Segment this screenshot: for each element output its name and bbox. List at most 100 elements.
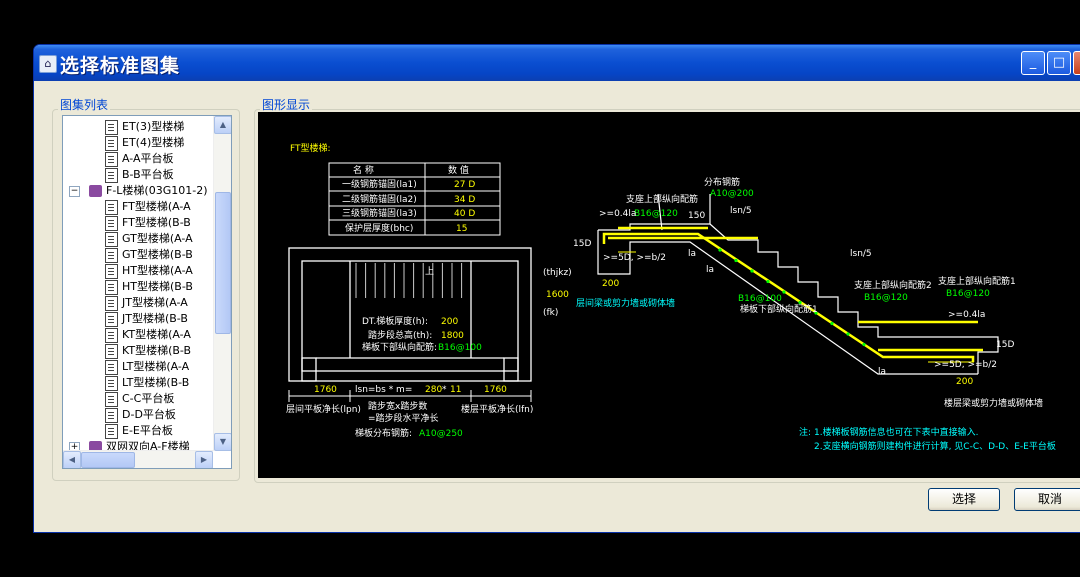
app-icon: ⌂ xyxy=(39,55,57,73)
document-icon xyxy=(105,295,118,311)
plan-dim-right: 1760 xyxy=(484,385,507,395)
tree-vertical-scrollbar[interactable]: ▲ ▼ xyxy=(213,116,231,451)
plan-fk: (fk) xyxy=(543,308,558,318)
rebar-dot xyxy=(766,279,770,284)
tree-item-label: FT型楼梯(A-A xyxy=(122,200,191,213)
sec-bottom-rebar-label: 梯板下部纵向配筋1 xyxy=(740,303,818,315)
rebar-dot xyxy=(846,332,850,336)
plan-rebar-label: 梯板下部纵向配筋: xyxy=(362,341,437,353)
h-scroll-thumb[interactable] xyxy=(81,452,135,468)
sec-top-rebar-val: B16@120 xyxy=(634,209,678,219)
close-button[interactable]: × xyxy=(1073,51,1080,75)
select-button[interactable]: 选择 xyxy=(928,488,1000,511)
tree-item-label: ET(4)型楼梯 xyxy=(122,136,185,149)
table-cell: 15 xyxy=(456,224,467,234)
tree-item[interactable]: HT型楼梯(A-A xyxy=(105,263,193,279)
tree-item-label: F-L楼梯(03G101-2) xyxy=(106,184,208,197)
sec-dim-5d: >=5D, >=b/2 xyxy=(603,253,666,263)
document-icon xyxy=(105,135,118,151)
table-cell: 保护层厚度(bhc) xyxy=(345,222,413,234)
scroll-left-button[interactable]: ◀ xyxy=(63,451,81,468)
rebar-dot xyxy=(782,290,786,294)
plan-rebar-value: B16@100 xyxy=(438,343,482,353)
tree-item-label: LT型楼梯(B-B xyxy=(122,376,190,389)
tree-item[interactable]: GT型楼梯(A-A xyxy=(105,231,193,247)
table-cell: 40 D xyxy=(454,209,475,219)
title-bar[interactable]: ⌂ 选择标准图集 _ □ × xyxy=(34,45,1080,81)
tree-item[interactable]: KT型楼梯(B-B xyxy=(105,343,191,359)
document-icon xyxy=(105,119,118,135)
maximize-button[interactable]: □ xyxy=(1047,51,1071,75)
sec-dim-lsn5b: lsn/5 xyxy=(850,249,872,259)
rebar-dot xyxy=(830,321,834,326)
document-icon xyxy=(105,215,118,231)
sec-bottom-rebar-val: B16@100 xyxy=(738,294,782,304)
scroll-down-button[interactable]: ▼ xyxy=(214,433,231,451)
tree-item[interactable]: ET(3)型楼梯 xyxy=(105,119,184,135)
cancel-button[interactable]: 取消 xyxy=(1014,488,1080,511)
sec-top2-val: B16@120 xyxy=(864,293,908,303)
sec-dim-200: 200 xyxy=(602,279,619,289)
document-icon xyxy=(105,423,118,439)
plan-dim-mid-prefix: lsn=bs * m= xyxy=(355,385,412,395)
rebar-dot xyxy=(814,311,818,315)
tree-item-label: B-B平台板 xyxy=(122,168,174,181)
sec-dim-la-r: la xyxy=(878,367,886,377)
scroll-up-button[interactable]: ▲ xyxy=(214,116,231,134)
table-header-value: 数 值 xyxy=(448,164,469,176)
document-icon xyxy=(105,375,118,391)
sec-top1-label: 支座上部纵向配筋1 xyxy=(938,275,1016,287)
tree-item[interactable]: LT型楼梯(A-A xyxy=(105,359,189,375)
tree-item[interactable]: JT型楼梯(A-A xyxy=(105,295,188,311)
sec-dist-rebar-val: A10@200 xyxy=(710,189,754,199)
tree-item[interactable]: B-B平台板 xyxy=(105,167,174,183)
sec-beam-label: 层间梁或剪力墙或砌体墙 xyxy=(576,297,675,309)
tree-item-label: GT型楼梯(B-B xyxy=(122,248,193,261)
sec-dim-lsn5a: lsn/5 xyxy=(730,206,752,216)
tree-item-label: ET(3)型楼梯 xyxy=(122,120,185,133)
drawing-title: FT型楼梯: xyxy=(290,142,331,154)
window-title: 选择标准图集 xyxy=(60,55,181,77)
document-icon xyxy=(105,311,118,327)
document-icon xyxy=(105,263,118,279)
scroll-thumb[interactable] xyxy=(215,192,231,334)
tree-item[interactable]: E-E平台板 xyxy=(105,423,173,439)
tree-item[interactable]: HT型楼梯(B-B xyxy=(105,279,193,295)
tree-expander-icon[interactable]: − xyxy=(69,186,80,197)
plan-up-arrow: 上 xyxy=(425,266,434,277)
scroll-right-button[interactable]: ▶ xyxy=(195,451,213,468)
plan-dim-bs: 280 xyxy=(425,385,442,395)
note-line2: 2.支座横向钢筋则建构件进行计算, 见C-C、D-D、E-E平台板 xyxy=(814,440,1056,452)
sec-dim-5d-r: >=5D, >=b/2 xyxy=(934,360,997,370)
tree-item[interactable]: A-A平台板 xyxy=(105,151,174,167)
tree-item-label: D-D平台板 xyxy=(122,408,176,421)
tree-horizontal-scrollbar[interactable]: ◀ ▶ xyxy=(63,450,213,468)
tree-item[interactable]: F-L楼梯(03G101-2) xyxy=(89,183,208,199)
rebar-dot xyxy=(862,342,866,347)
stair-drawing: FT型楼梯: 名 称 数 值 一级钢筋锚固(la1) 27 D 二级钢筋锚固(l… xyxy=(286,142,1056,452)
tree-item[interactable]: C-C平台板 xyxy=(105,391,174,407)
tree-item[interactable]: GT型楼梯(B-B xyxy=(105,247,193,263)
tree-item[interactable]: LT型楼梯(B-B xyxy=(105,375,189,391)
document-icon xyxy=(105,151,118,167)
document-icon xyxy=(105,231,118,247)
sec-dim-la: la xyxy=(688,249,696,259)
tree-item[interactable]: JT型楼梯(B-B xyxy=(105,311,188,327)
sec-top2-label: 支座上部纵向配筋2 xyxy=(854,279,932,291)
tree-item[interactable]: FT型楼梯(B-B xyxy=(105,215,191,231)
plan-dist-label: 梯板分布钢筋: xyxy=(355,427,412,439)
plan-dim-1600: 1600 xyxy=(546,290,569,300)
tree-item[interactable]: ET(4)型楼梯 xyxy=(105,135,184,151)
tree-item-label: A-A平台板 xyxy=(122,152,174,165)
tree-item[interactable]: D-D平台板 xyxy=(105,407,176,423)
sec-beam-label-r: 楼层梁或剪力墙或砌体墙 xyxy=(944,397,1043,409)
sec-top-rebar-label: 支座上部纵向配筋 xyxy=(626,193,698,205)
plan-dist-value: A10@250 xyxy=(419,429,463,439)
tree-item-label: KT型楼梯(B-B xyxy=(122,344,192,357)
atlas-tree[interactable]: ET(3)型楼梯 ET(4)型楼梯 A-A平台板 B-B平台板 − F-L楼梯(03G10… xyxy=(62,115,232,469)
note-prefix: 注: xyxy=(799,426,811,438)
minimize-button[interactable]: _ xyxy=(1021,51,1045,75)
tree-item[interactable]: FT型楼梯(A-A xyxy=(105,199,191,215)
dialog-window: ⌂ 选择标准图集 _ □ × 图集列表 图形显示 ET(3)型楼梯ET(4)型楼… xyxy=(33,44,1080,533)
tree-item[interactable]: KT型楼梯(A-A xyxy=(105,327,191,343)
